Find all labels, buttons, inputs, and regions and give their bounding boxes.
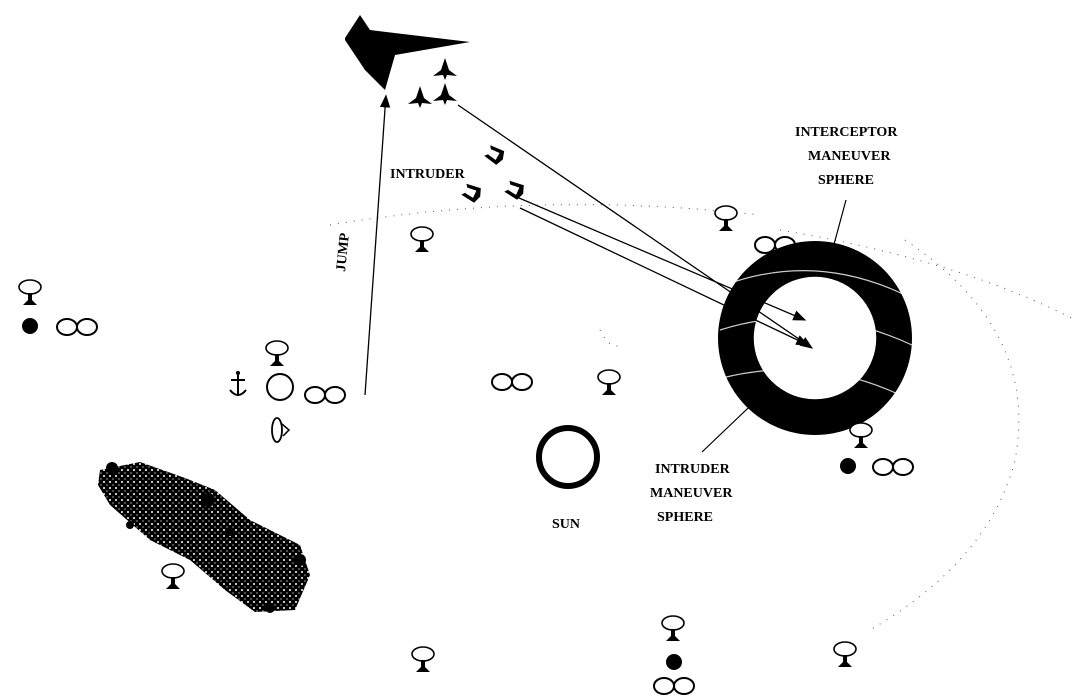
interceptor-sphere-label-line: SPHERE bbox=[818, 173, 874, 188]
intruder-maneuver-sphere bbox=[753, 276, 877, 400]
intruder-label: INTRUDER bbox=[390, 167, 466, 182]
orbit-loop-icon bbox=[272, 418, 289, 442]
interceptor-sphere-label-line: INTERCEPTOR bbox=[795, 125, 898, 140]
mushroom-icon bbox=[266, 341, 288, 366]
anchor-icon bbox=[230, 371, 246, 396]
mushroom-icon bbox=[662, 616, 684, 641]
mushroom-icon bbox=[412, 647, 434, 672]
intruder-sphere-label-line: INTRUDER bbox=[655, 462, 731, 477]
interceptor-sphere-leader bbox=[833, 200, 846, 248]
interceptor-sphere-label: INTERCEPTOR MANEUVER SPHERE bbox=[795, 125, 898, 188]
orbit-paths bbox=[330, 205, 1075, 630]
rings-icon bbox=[873, 459, 913, 475]
planet-icon bbox=[22, 318, 38, 334]
jump-label: JUMP bbox=[334, 232, 353, 273]
mushroom-icon bbox=[834, 642, 856, 667]
mushroom-icon bbox=[715, 206, 737, 231]
mushroom-icon bbox=[162, 564, 184, 589]
planet-icon bbox=[666, 654, 682, 670]
sun-label: SUN bbox=[552, 517, 580, 532]
rings-icon bbox=[654, 678, 694, 694]
intruder-sphere-leader bbox=[702, 389, 768, 452]
sun-icon bbox=[539, 428, 597, 486]
fighters-icon bbox=[408, 58, 457, 108]
mothership-icon bbox=[345, 15, 470, 90]
mushroom-icon bbox=[411, 227, 433, 252]
rings-icon bbox=[492, 374, 532, 390]
maneuver-spheres bbox=[718, 241, 915, 435]
interceptor-sphere-label-line: MANEUVER bbox=[808, 149, 891, 164]
intruder-sphere-label-line: MANEUVER bbox=[650, 486, 733, 501]
intruder-ships-icon bbox=[460, 144, 526, 204]
station-planet-icon bbox=[267, 374, 293, 400]
asteroid-field-icon bbox=[98, 462, 310, 613]
mushroom-icon bbox=[850, 423, 872, 448]
mushroom-icon bbox=[19, 280, 41, 305]
rings-icon bbox=[57, 319, 97, 335]
intruder-sphere-label-line: SPHERE bbox=[657, 510, 713, 525]
mushroom-icon bbox=[598, 370, 620, 395]
planet-icon bbox=[840, 458, 856, 474]
intruder-sphere-label: INTRUDER MANEUVER SPHERE bbox=[650, 462, 733, 525]
rings-icon bbox=[305, 387, 345, 403]
